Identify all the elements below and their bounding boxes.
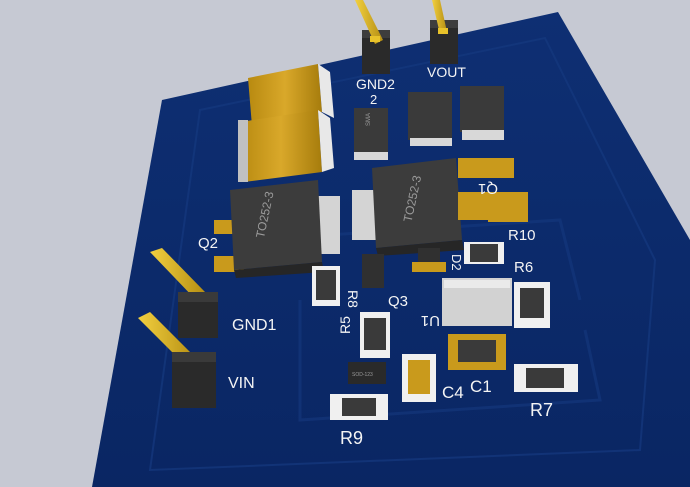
label-c1: C1 — [470, 377, 492, 396]
label-r9: R9 — [340, 428, 363, 448]
label-r10: R10 — [508, 227, 536, 244]
upper-smd-parts — [354, 86, 514, 178]
label-r5: R5 — [337, 316, 353, 334]
header-gnd1-vin — [138, 248, 218, 408]
middle-components — [312, 242, 578, 420]
label-q2: Q2 — [198, 235, 218, 252]
label-q3: Q3 — [388, 293, 408, 310]
label-gnd1: GND1 — [232, 317, 277, 334]
label-d2: D2 — [449, 254, 464, 271]
header-gnd2-vout — [355, 0, 458, 74]
label-r6: R6 — [514, 259, 533, 276]
label-r8: R8 — [345, 290, 361, 308]
package-marking-sod: SOD-123 — [352, 372, 373, 378]
label-gnd2: GND2 — [356, 76, 395, 92]
label-pin2: 2 — [370, 92, 377, 107]
label-u1: U1 — [421, 312, 440, 329]
package-marking-sma: SMA — [366, 113, 372, 126]
to252-left-package — [214, 180, 340, 278]
label-vout: VOUT — [427, 64, 466, 80]
label-c4: C4 — [442, 383, 464, 402]
to252-right-package — [352, 158, 528, 256]
label-vin: VIN — [228, 375, 255, 392]
tantalum-capacitors — [238, 64, 334, 182]
label-r7: R7 — [530, 400, 553, 420]
label-q1: Q1 — [478, 180, 498, 197]
